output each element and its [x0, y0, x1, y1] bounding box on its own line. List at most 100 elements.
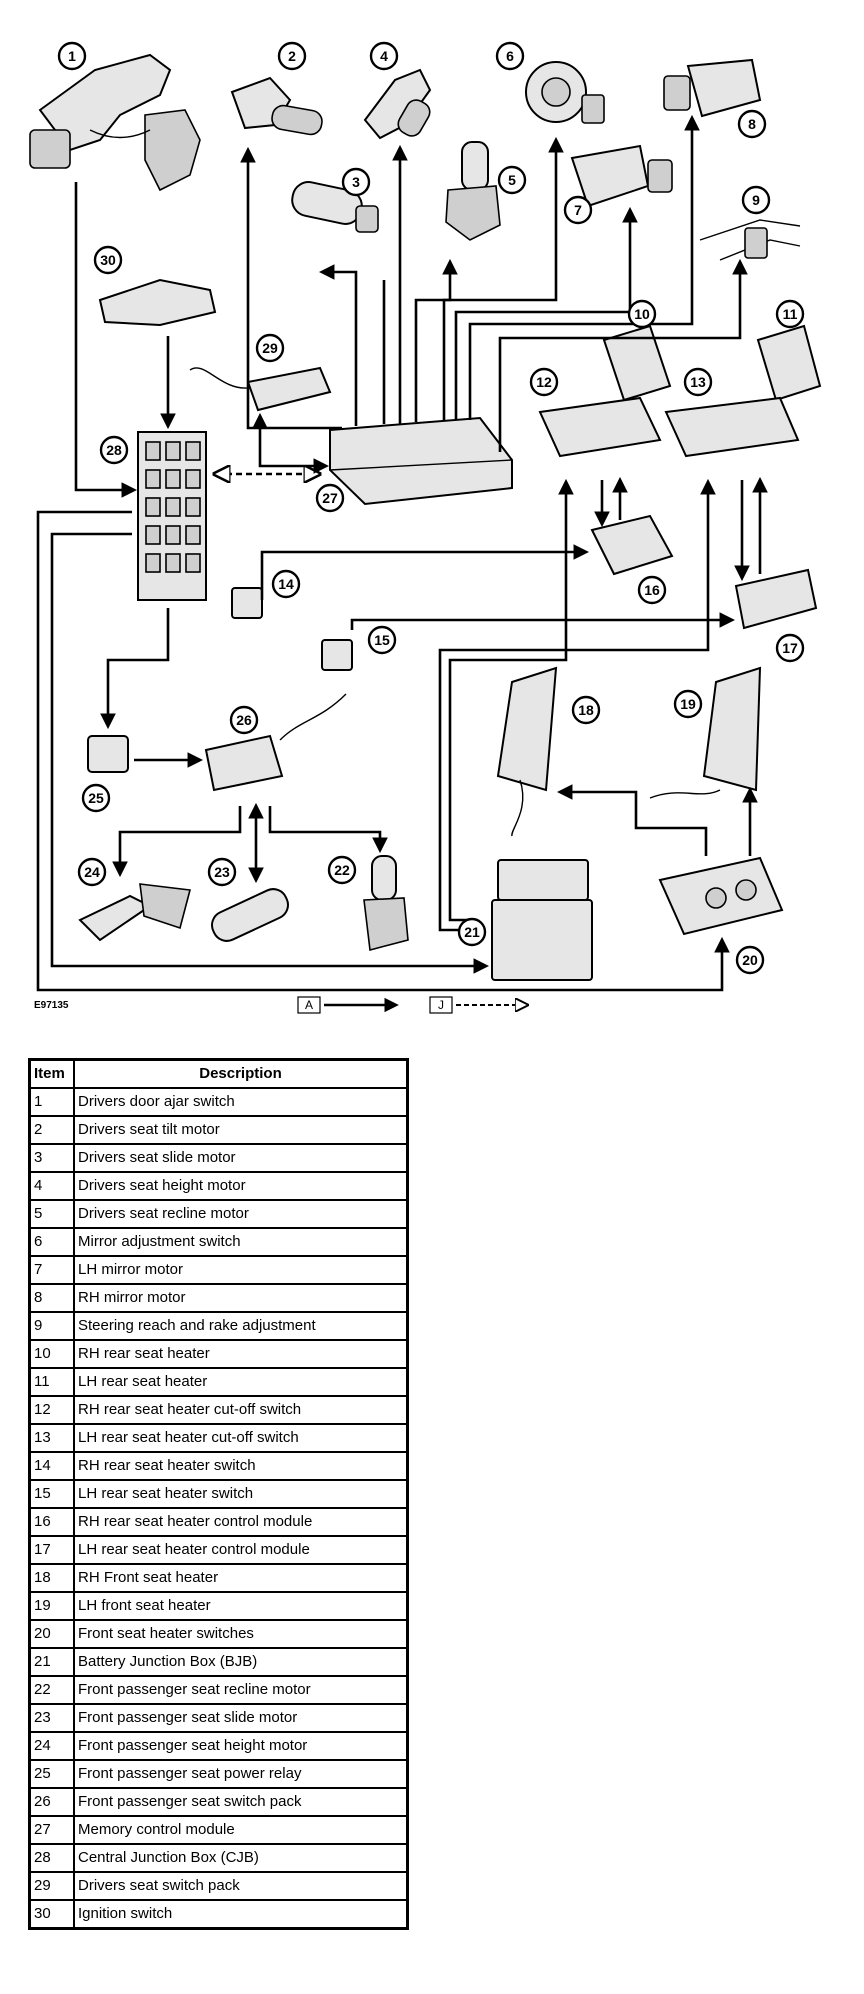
- header-item: Item: [30, 1060, 74, 1088]
- svg-text:21: 21: [464, 924, 480, 940]
- component-10-rh-rear-heater: [538, 324, 672, 458]
- component-11-lh-rear-heater: [664, 324, 822, 458]
- callout-10: 10: [627, 299, 657, 329]
- callout-21: 21: [457, 917, 487, 947]
- row-description: Steering reach and rake adjustment: [74, 1312, 407, 1340]
- component-26-passenger-switch-pack: [204, 693, 347, 792]
- row-item: 8: [30, 1284, 74, 1312]
- row-item: 6: [30, 1228, 74, 1256]
- component-14-rh-rear-switch: [231, 587, 263, 619]
- row-description: Drivers seat slide motor: [74, 1144, 407, 1172]
- header-description: Description: [74, 1060, 407, 1088]
- callout-17: 17: [775, 633, 805, 663]
- row-item: 14: [30, 1452, 74, 1480]
- row-item: 24: [30, 1732, 74, 1760]
- callout-25: 25: [81, 783, 111, 813]
- component-1-door-latch: [29, 53, 201, 192]
- svg-text:17: 17: [782, 640, 798, 656]
- row-description: Drivers seat switch pack: [74, 1872, 407, 1900]
- component-28-cjb: [137, 431, 207, 601]
- row-description: Battery Junction Box (BJB): [74, 1648, 407, 1676]
- row-description: Mirror adjustment switch: [74, 1228, 407, 1256]
- row-description: Front passenger seat power relay: [74, 1760, 407, 1788]
- component-20-front-heater-switches: [658, 856, 784, 936]
- callout-8: 8: [737, 109, 767, 139]
- component-23-slide-motor: [211, 888, 289, 942]
- row-description: RH rear seat heater control module: [74, 1508, 407, 1536]
- svg-text:22: 22: [334, 862, 350, 878]
- callout-2: 2: [277, 41, 307, 71]
- row-description: Drivers seat tilt motor: [74, 1116, 407, 1144]
- row-item: 26: [30, 1788, 74, 1816]
- row-item: 12: [30, 1396, 74, 1424]
- row-description: Memory control module: [74, 1816, 407, 1844]
- svg-text:13: 13: [690, 374, 706, 390]
- callout-19: 19: [673, 689, 703, 719]
- row-item: 10: [30, 1340, 74, 1368]
- row-description: LH mirror motor: [74, 1256, 407, 1284]
- callout-18: 18: [571, 695, 601, 725]
- callout-5: 5: [497, 165, 527, 195]
- svg-text:4: 4: [380, 48, 388, 64]
- component-5-recline-motor: [445, 141, 501, 241]
- callout-16: 16: [637, 575, 667, 605]
- component-18-rh-front-heater: [496, 666, 558, 837]
- row-item: 16: [30, 1508, 74, 1536]
- callout-6: 6: [495, 41, 525, 71]
- row-description: Drivers seat recline motor: [74, 1200, 407, 1228]
- row-item: 29: [30, 1872, 74, 1900]
- svg-text:10: 10: [634, 306, 650, 322]
- callout-13: 13: [683, 367, 713, 397]
- component-19-lh-front-heater: [649, 666, 762, 799]
- wiring-links: [36, 114, 768, 992]
- component-29-seat-switch-pack: [189, 366, 332, 412]
- callout-3: 3: [341, 167, 371, 197]
- callout-14: 14: [271, 569, 301, 599]
- svg-text:20: 20: [742, 952, 758, 968]
- key-a-label: A: [305, 998, 313, 1012]
- callout-20: 20: [735, 945, 765, 975]
- component-6-mirror-switch: [525, 61, 605, 124]
- row-description: RH Front seat heater: [74, 1564, 407, 1592]
- svg-text:29: 29: [262, 340, 278, 356]
- row-description: Front passenger seat height motor: [74, 1732, 407, 1760]
- callout-9: 9: [741, 185, 771, 215]
- component-8-rh-mirror: [663, 58, 762, 118]
- row-item: 13: [30, 1424, 74, 1452]
- callout-7: 7: [563, 195, 593, 225]
- row-description: LH rear seat heater switch: [74, 1480, 407, 1508]
- row-item: 17: [30, 1536, 74, 1564]
- svg-text:24: 24: [84, 864, 100, 880]
- row-description: LH rear seat heater: [74, 1368, 407, 1396]
- callout-4: 4: [369, 41, 399, 71]
- row-description: Front passenger seat slide motor: [74, 1704, 407, 1732]
- row-item: 20: [30, 1620, 74, 1648]
- callout-29: 29: [255, 333, 285, 363]
- row-item: 23: [30, 1704, 74, 1732]
- svg-text:19: 19: [680, 696, 696, 712]
- row-item: 11: [30, 1368, 74, 1396]
- key-j-label: J: [438, 998, 444, 1012]
- svg-text:14: 14: [278, 576, 294, 592]
- callout-22: 22: [327, 855, 357, 885]
- svg-text:9: 9: [752, 192, 760, 208]
- callout-12: 12: [529, 367, 559, 397]
- callout-15: 15: [367, 625, 397, 655]
- row-item: 4: [30, 1172, 74, 1200]
- component-3-slide-motor: [291, 181, 379, 233]
- row-description: Front passenger seat recline motor: [74, 1676, 407, 1704]
- row-item: 1: [30, 1088, 74, 1116]
- component-17-lh-control-module: [734, 568, 818, 630]
- callout-30: 30: [93, 245, 123, 275]
